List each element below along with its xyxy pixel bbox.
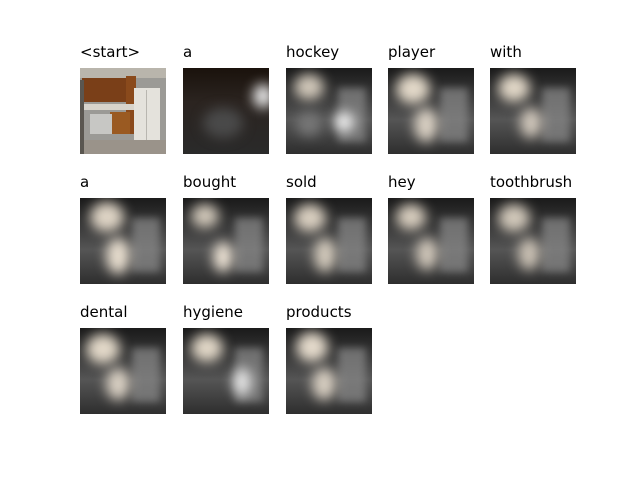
source-image-thumbnail (80, 68, 166, 154)
token-label: dental (80, 303, 128, 321)
token-label: hygiene (183, 303, 244, 321)
attention-cell-12: products (286, 302, 389, 422)
token-label: products (286, 303, 352, 321)
token-label: a (80, 173, 90, 191)
attention-map-thumbnail (286, 328, 372, 414)
attention-cell-5: a (80, 172, 183, 292)
token-label: bought (183, 173, 237, 191)
token-label: player (388, 43, 436, 61)
attention-cell-11: hygiene (183, 302, 286, 422)
token-label: hockey (286, 43, 340, 61)
attention-map-thumbnail (183, 328, 269, 414)
attention-map-thumbnail (183, 68, 269, 154)
attention-cell-1: a (183, 42, 286, 162)
attention-map-thumbnail (388, 68, 474, 154)
attention-cell-7: sold (286, 172, 389, 292)
attention-map-thumbnail (286, 198, 372, 284)
attention-cell-8: hey (388, 172, 491, 292)
attention-map-thumbnail (388, 198, 474, 284)
attention-cell-9: toothbrush (490, 172, 593, 292)
attention-map-thumbnail (490, 68, 576, 154)
attention-map-thumbnail (80, 328, 166, 414)
token-label: hey (388, 173, 416, 191)
attention-map-thumbnail (490, 198, 576, 284)
token-label: a (183, 43, 193, 61)
token-label: with (490, 43, 522, 61)
attention-map-thumbnail (183, 198, 269, 284)
token-label: <start> (80, 43, 141, 61)
attention-cell-10: dental (80, 302, 183, 422)
attention-cell-2: hockey (286, 42, 389, 162)
attention-cell-6: bought (183, 172, 286, 292)
attention-map-thumbnail (80, 198, 166, 284)
attention-cell-4: with (490, 42, 593, 162)
attention-cell-0: <start> (80, 42, 183, 162)
attention-map-thumbnail (286, 68, 372, 154)
token-label: toothbrush (490, 173, 573, 191)
token-label: sold (286, 173, 317, 191)
attention-cell-3: player (388, 42, 491, 162)
